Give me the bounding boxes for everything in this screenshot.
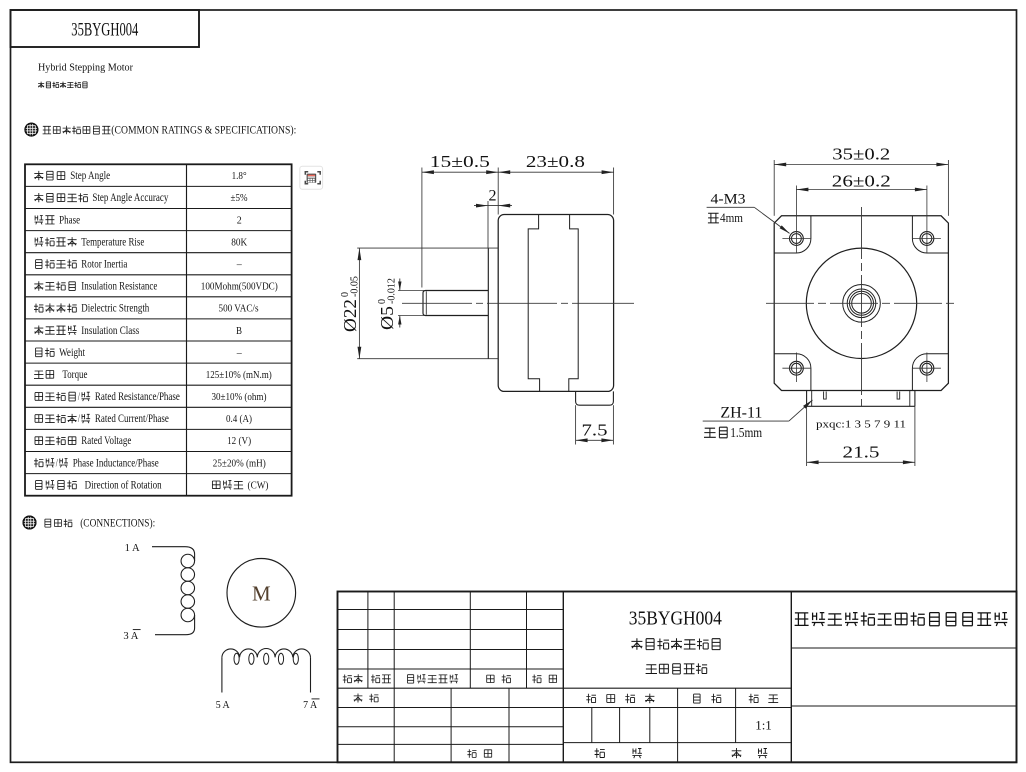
svg-text:125±10% (mN.m): 125±10% (mN.m) [206,369,272,381]
svg-text:B: B [236,325,242,337]
svg-text:1 A: 1 A [125,543,141,554]
svg-text:Rated Current/Phase: Rated Current/Phase [95,413,169,425]
svg-text:Temperature Rise: Temperature Rise [81,236,144,248]
svg-text:–: – [236,259,242,271]
svg-text:12 (V): 12 (V) [227,435,251,447]
svg-text:–: – [236,347,242,359]
svg-text:15±0.5: 15±0.5 [430,152,490,171]
svg-text:Ø5: Ø5 [377,306,397,330]
svg-text:/: / [78,413,81,425]
svg-text:35BYGH004: 35BYGH004 [629,608,722,630]
svg-text:21.5: 21.5 [843,442,880,461]
svg-text:1.8°: 1.8° [232,170,247,182]
svg-text:0: 0 [340,292,351,297]
svg-text:0.4 (A): 0.4 (A) [226,413,252,425]
svg-text:100Mohm(500VDC): 100Mohm(500VDC) [201,281,278,293]
svg-text:30±10% (ohm): 30±10% (ohm) [212,391,267,403]
svg-text:2: 2 [237,214,242,226]
svg-text:5 A: 5 A [216,700,231,711]
svg-text:Step Angle Accuracy: Step Angle Accuracy [92,192,168,204]
svg-text:4-M3: 4-M3 [711,192,746,208]
svg-text:pxqc:1 3 5 7 9 11: pxqc:1 3 5 7 9 11 [816,420,906,431]
svg-text:Rated Voltage: Rated Voltage [81,435,131,447]
svg-text:(CW): (CW) [248,479,269,491]
svg-text:500 VAC/s: 500 VAC/s [219,303,259,315]
svg-text:ZH-11: ZH-11 [720,405,762,422]
svg-text:Insulation Class: Insulation Class [81,325,139,337]
svg-text:2: 2 [489,188,497,205]
svg-text:Rotor Inertia: Rotor Inertia [81,259,127,271]
svg-text:3 A: 3 A [123,631,139,642]
svg-text:Weight: Weight [59,347,86,359]
svg-text:Rated Resistance/Phase: Rated Resistance/Phase [95,391,180,403]
svg-text:35±0.2: 35±0.2 [832,144,890,163]
svg-text:/: / [78,391,81,403]
svg-text:1.5mm: 1.5mm [730,425,762,440]
svg-text:Torque: Torque [62,369,87,381]
svg-text:4mm: 4mm [720,210,743,225]
svg-text:25±20% (mH): 25±20% (mH) [213,457,266,469]
svg-text:-0.012: -0.012 [387,278,398,304]
svg-text:(COMMON RATINGS & SPECIFICATIO: (COMMON RATINGS & SPECIFICATIONS): [111,122,296,136]
svg-text:1:1: 1:1 [755,718,772,733]
svg-text:/: / [56,457,59,469]
svg-text:Phase: Phase [59,214,80,226]
svg-text:Hybrid Stepping Motor: Hybrid Stepping Motor [38,63,133,74]
svg-text:26±0.2: 26±0.2 [832,172,891,191]
svg-text:Ø22: Ø22 [340,299,360,332]
svg-text:7 A: 7 A [303,700,318,711]
svg-text:(CONNECTIONS):: (CONNECTIONS): [80,517,155,529]
svg-text:±5%: ±5% [231,192,248,204]
svg-text:Step Angle: Step Angle [70,170,110,182]
svg-text:M: M [252,582,271,606]
svg-text:Direction of Rotation: Direction of Rotation [85,479,162,491]
svg-text:7.5: 7.5 [582,420,608,439]
svg-text:0: 0 [377,299,388,304]
svg-text:-0.05: -0.05 [350,276,361,297]
svg-text:Insulation Resistance: Insulation Resistance [81,281,157,293]
svg-text:Phase Inductance/Phase: Phase Inductance/Phase [73,457,159,469]
svg-text:23±0.8: 23±0.8 [526,152,585,171]
svg-text:Dielectric Strength: Dielectric Strength [81,303,149,315]
svg-text:35BYGH004: 35BYGH004 [71,20,138,41]
svg-text:80K: 80K [231,236,247,248]
